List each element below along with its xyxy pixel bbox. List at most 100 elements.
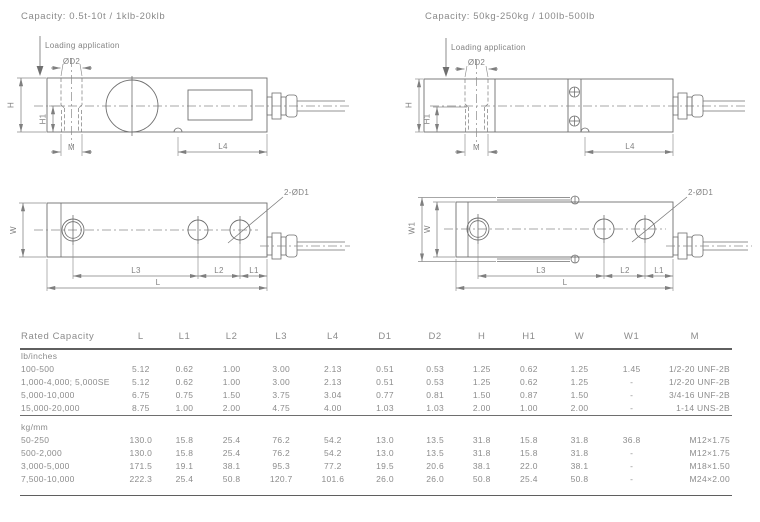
value-cell: 6.75 — [131, 390, 150, 400]
value-cell: 19.1 — [175, 461, 194, 471]
value-cell: 222.3 — [129, 474, 153, 484]
l2-label: L2 — [620, 266, 630, 275]
h-label: H — [405, 102, 414, 108]
col-header-l: L — [137, 331, 144, 342]
value-cell: 2.13 — [323, 364, 342, 374]
value-cell: 50.8 — [472, 474, 491, 484]
d1-callout-label: 2-ØD1 — [688, 188, 713, 197]
value-cell: 1.50 — [222, 390, 241, 400]
value-cell: 1-14 UNS-2B — [676, 403, 730, 413]
unit-section-row: kg/mm — [20, 415, 732, 434]
value-cell: 31.8 — [472, 448, 491, 458]
value-cell: 8.75 — [131, 403, 150, 413]
value-cell: 54.2 — [323, 435, 342, 445]
value-cell: 0.62 — [175, 377, 194, 387]
value-cell: 3.00 — [272, 377, 291, 387]
load-cell-body — [46, 77, 268, 133]
value-cell: 2.00 — [570, 403, 589, 413]
value-cell: 13.5 — [426, 435, 444, 445]
value-cell: 54.2 — [323, 448, 342, 458]
value-cell: 50.8 — [222, 474, 241, 484]
h-label: H — [7, 102, 16, 108]
value-cell: 1/2-20 UNF-2B — [668, 364, 730, 374]
col-header-d2: D2 — [428, 331, 442, 342]
value-cell: - — [630, 377, 634, 387]
value-cell: 5.12 — [131, 377, 150, 387]
value-cell: 0.75 — [175, 390, 194, 400]
value-cell: 3.00 — [272, 364, 291, 374]
w1-label: W1 — [408, 221, 417, 234]
capacity-cell: 500-2,000 — [21, 448, 62, 458]
value-cell: 20.6 — [426, 461, 444, 471]
col-header-h: H — [478, 331, 486, 342]
value-cell: 0.81 — [426, 390, 444, 400]
capacity-title-right: Capacity: 50kg-250kg / 100lb-500lb — [425, 11, 595, 22]
capacity-cell: 7,500-10,000 — [21, 474, 75, 484]
value-cell: 0.53 — [426, 364, 444, 374]
value-cell: 1.25 — [472, 364, 491, 374]
l1-label: L1 — [249, 266, 259, 275]
value-cell: 1/2-20 UNF-2B — [668, 377, 730, 387]
value-cell: 1.03 — [426, 403, 444, 413]
value-cell: 95.3 — [272, 461, 291, 471]
value-cell: 1.50 — [472, 390, 491, 400]
value-cell: 50.8 — [570, 474, 589, 484]
l1-label: L1 — [654, 266, 664, 275]
l3-label: L3 — [131, 266, 141, 275]
value-cell: 4.75 — [272, 403, 291, 413]
col-header-m: M — [690, 331, 700, 342]
cable-gland — [266, 92, 345, 120]
value-cell: 3/4-16 UNF-2B — [668, 390, 730, 400]
capacity-title-left: Capacity: 0.5t-10t / 1klb-20klb — [21, 11, 166, 22]
l4-label: L4 — [625, 142, 635, 151]
value-cell: 3.75 — [272, 390, 291, 400]
value-cell: M12×1.75 — [689, 435, 730, 445]
value-cell: - — [630, 390, 634, 400]
load-cell-body-top — [455, 201, 674, 258]
load-cell-body — [423, 78, 674, 133]
col-header-l4: L4 — [326, 331, 339, 342]
value-cell: 31.8 — [570, 448, 589, 458]
l2-label: L2 — [214, 266, 224, 275]
value-cell: M12×1.75 — [689, 448, 730, 458]
value-cell: 36.8 — [622, 435, 641, 445]
value-cell: 15.8 — [175, 435, 194, 445]
value-cell: 38.1 — [472, 461, 491, 471]
value-cell: M18×1.50 — [689, 461, 730, 471]
capacity-cell: 3,000-5,000 — [21, 461, 70, 471]
spring-clip — [497, 195, 580, 205]
value-cell: 130.0 — [129, 448, 153, 458]
unit-section-row: lb/inches — [20, 349, 732, 363]
value-cell: 1.25 — [570, 364, 589, 374]
top-view-right: 2-ØD1 W1 W — [408, 188, 752, 291]
engineering-drawings: Loading application ØD2 — [7, 36, 752, 291]
d1-callout-label: 2-ØD1 — [284, 188, 309, 197]
value-cell: 26.0 — [426, 474, 444, 484]
notch — [173, 127, 183, 133]
loading-application-label: Loading application — [45, 41, 120, 50]
notch — [580, 127, 590, 133]
value-cell: 0.51 — [376, 377, 394, 387]
value-cell: 31.8 — [472, 435, 491, 445]
loading-arrow-icon — [442, 38, 450, 77]
l4-label: L4 — [218, 142, 228, 151]
value-cell: 19.5 — [376, 461, 394, 471]
m-label: M — [473, 143, 480, 152]
value-cell: 26.0 — [376, 474, 394, 484]
w-label: W — [9, 226, 18, 234]
screw-icon — [569, 115, 580, 127]
mounting-hole — [187, 216, 209, 244]
value-cell: M24×2.00 — [689, 474, 730, 484]
value-cell: 31.8 — [570, 435, 589, 445]
value-cell: 1.45 — [622, 364, 641, 374]
value-cell: 5.12 — [131, 364, 150, 374]
w-label: W — [423, 225, 432, 233]
col-header-h1: H1 — [522, 331, 536, 342]
threaded-hole — [61, 215, 85, 245]
threaded-hole — [466, 214, 490, 244]
col-header-l2: L2 — [225, 331, 238, 342]
